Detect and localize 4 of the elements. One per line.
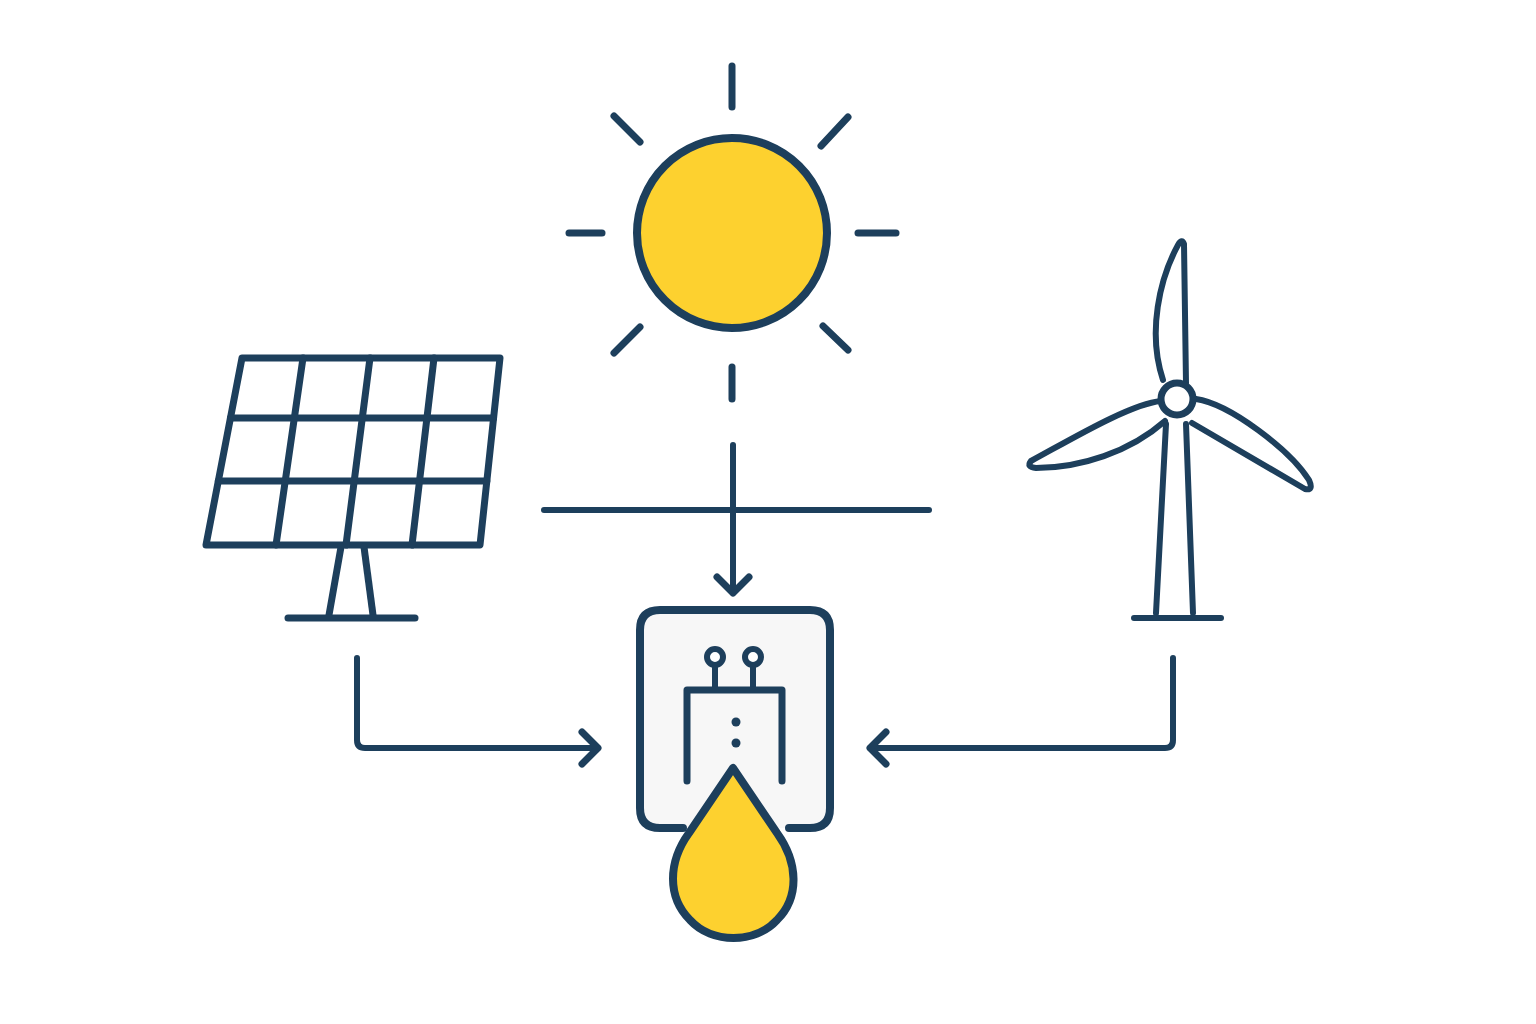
- arrow: [354, 655, 602, 768]
- arrow: [866, 655, 1176, 768]
- solar-panel-illustration: [200, 352, 506, 623]
- arrow: [713, 442, 753, 597]
